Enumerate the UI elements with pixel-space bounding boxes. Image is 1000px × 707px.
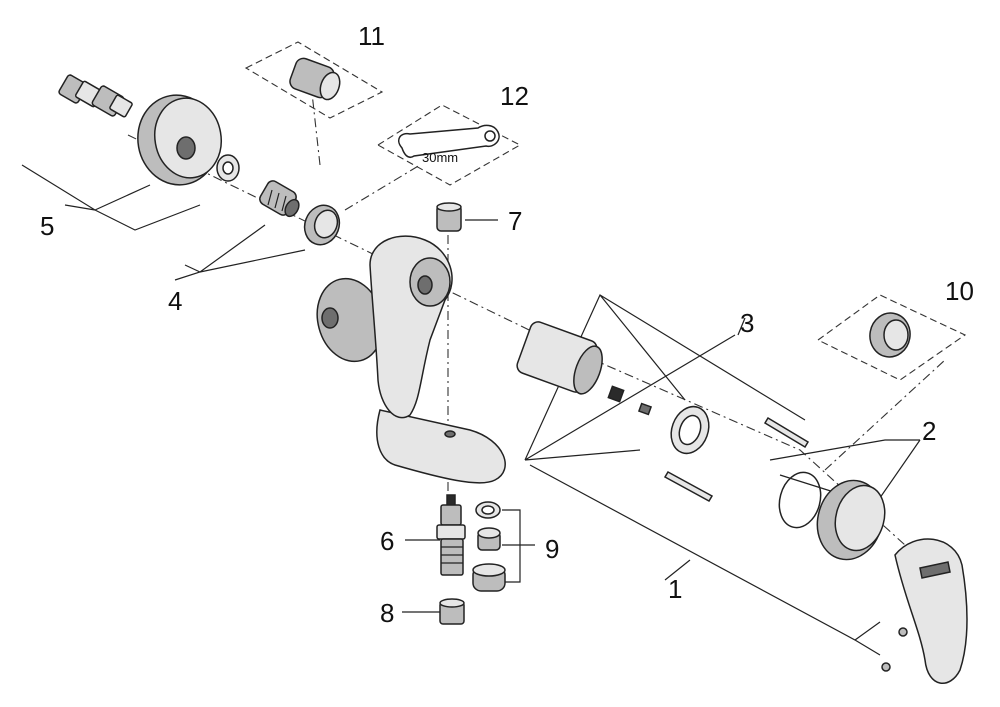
aerator-8 bbox=[439, 598, 465, 625]
wall-flange bbox=[137, 94, 222, 186]
union-nut bbox=[303, 204, 341, 246]
cartridge-3 bbox=[516, 321, 653, 416]
callout-11: 11 bbox=[358, 21, 385, 51]
callout-7: 7 bbox=[508, 206, 522, 236]
callout-10: 10 bbox=[945, 276, 974, 306]
mixer-body bbox=[316, 235, 506, 484]
threaded-nipple bbox=[259, 180, 300, 218]
escutcheon-2 bbox=[816, 479, 886, 561]
callout-5: 5 bbox=[40, 211, 54, 241]
option-box-11 bbox=[244, 41, 384, 119]
seal-ring bbox=[475, 501, 501, 519]
callout-8: 8 bbox=[380, 598, 394, 628]
assembly-axes bbox=[127, 74, 946, 546]
callout-1: 1 bbox=[668, 574, 682, 604]
fixing-screws bbox=[663, 416, 810, 503]
o-ring bbox=[778, 471, 822, 529]
callout-2: 2 bbox=[922, 416, 936, 446]
reducer-nut bbox=[477, 527, 501, 551]
wrench-tool: 30mm bbox=[398, 124, 500, 165]
callout-12: 12 bbox=[500, 81, 529, 111]
option-box-10 bbox=[816, 294, 967, 381]
washer bbox=[216, 154, 240, 182]
cartridge-6 bbox=[436, 494, 466, 576]
cap-7 bbox=[436, 202, 462, 232]
leader-lines bbox=[21, 164, 921, 656]
callout-4: 4 bbox=[168, 286, 182, 316]
union-sleeve bbox=[472, 563, 506, 592]
adaptor-11 bbox=[289, 57, 341, 101]
wrench-size-label: 30mm bbox=[422, 150, 458, 165]
retaining-ring bbox=[670, 405, 710, 455]
callout-labels: 1 2 3 4 5 6 7 8 9 10 11 12 bbox=[40, 21, 974, 628]
insert-10 bbox=[869, 312, 911, 358]
callout-3: 3 bbox=[740, 308, 754, 338]
callout-9: 9 bbox=[545, 534, 559, 564]
callout-6: 6 bbox=[380, 526, 394, 556]
s-union-connector bbox=[58, 74, 133, 118]
option-box-12 bbox=[376, 104, 522, 186]
lever-handle bbox=[881, 538, 968, 685]
